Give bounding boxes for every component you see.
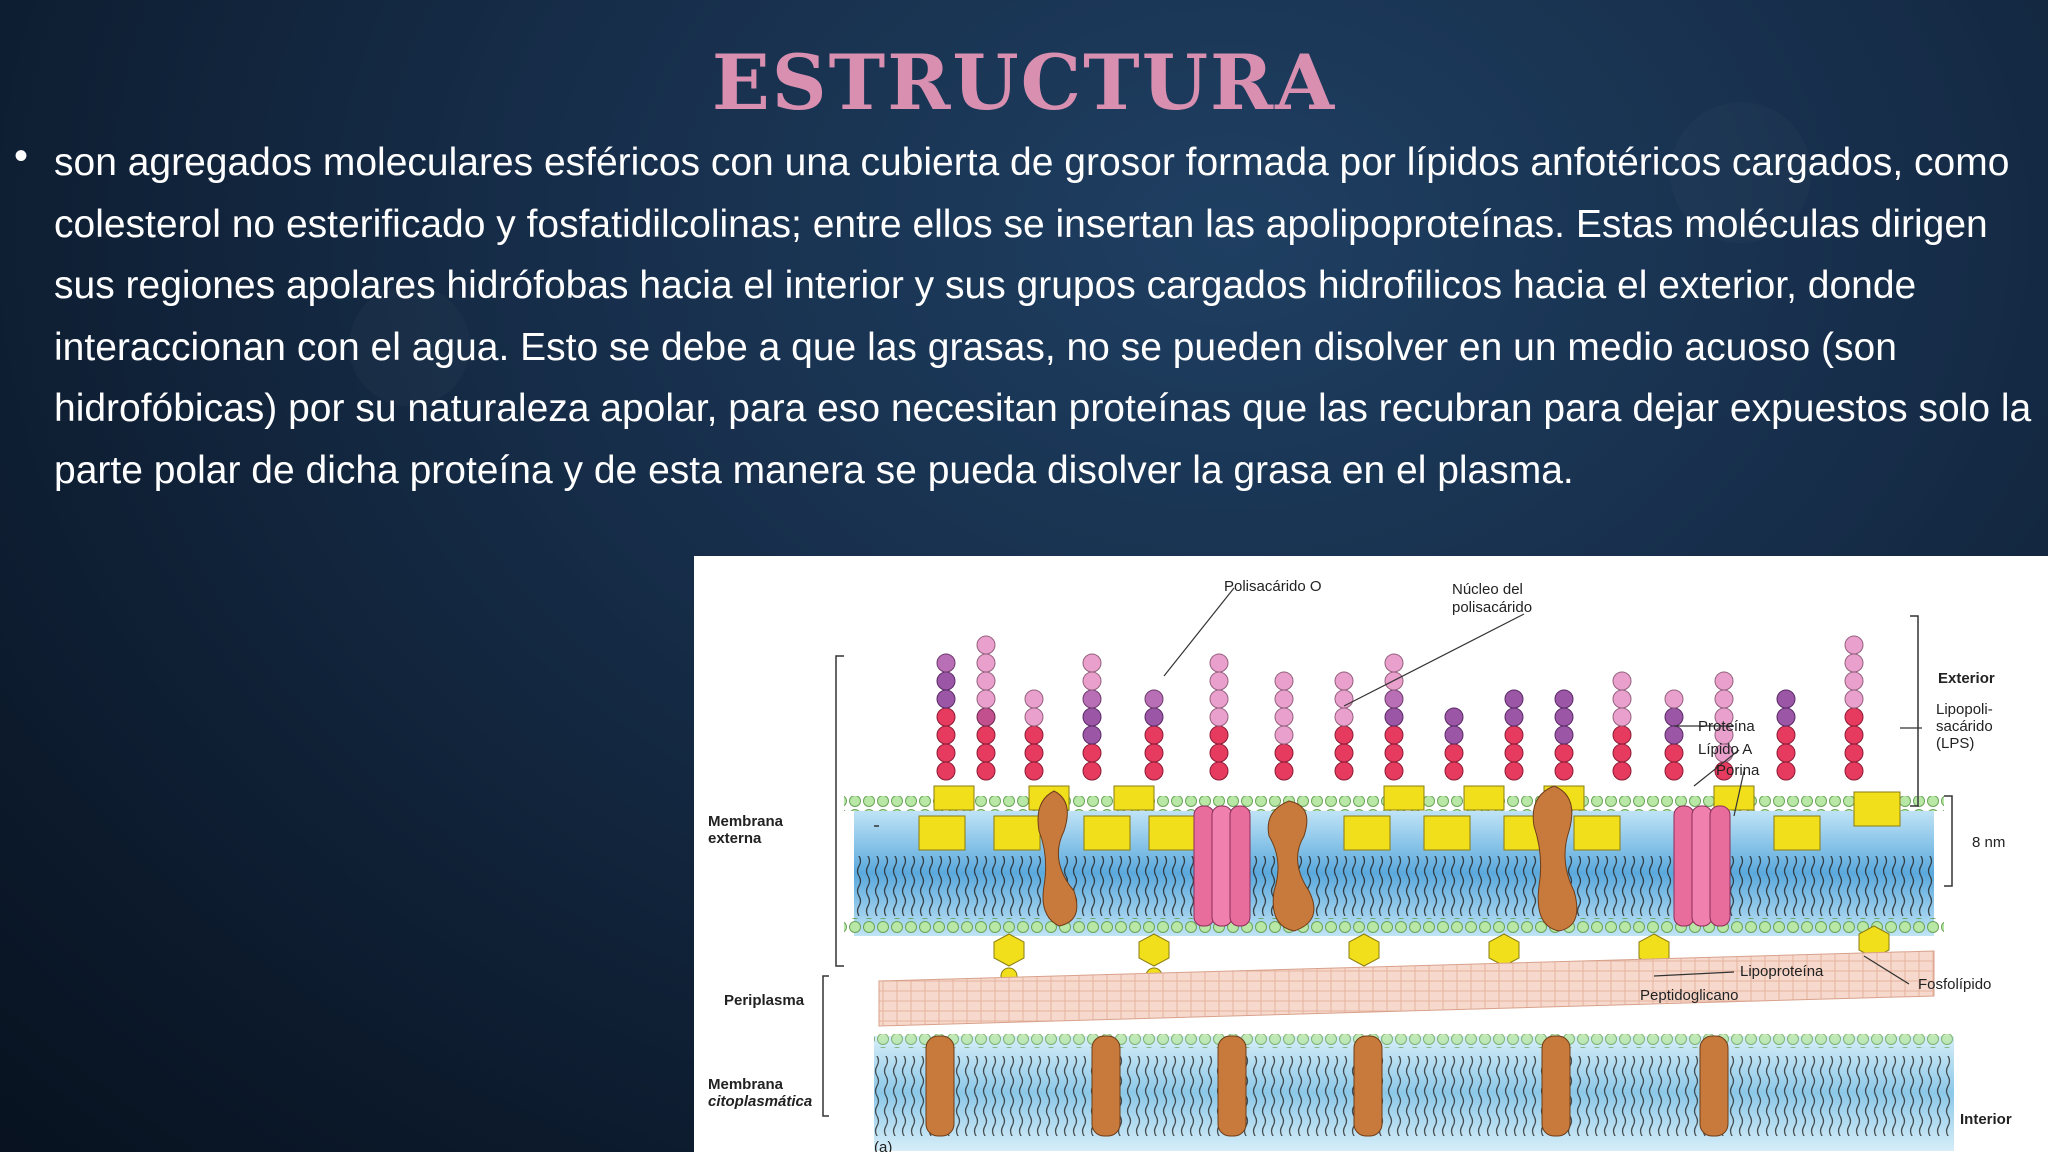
label-phospholipid: Fosfolípido xyxy=(1918,976,1991,993)
label-porin: Porina xyxy=(1716,762,1760,779)
label-thickness: 8 nm xyxy=(1972,834,2005,851)
porin-proteins xyxy=(1193,805,1731,927)
lps-chains xyxy=(936,635,1864,781)
outer-membrane-tails xyxy=(854,856,1934,916)
label-lipoprotein: Lipoproteína xyxy=(1740,963,1824,980)
slide-body-text: son agregados moleculares esféricos con … xyxy=(54,141,2032,492)
cytoplasmic-head-row-top xyxy=(874,1034,1954,1048)
outer-membrane-proteins xyxy=(1037,785,1578,932)
label-exterior: Exterior xyxy=(1938,670,1995,687)
label-interior: Interior xyxy=(1960,1111,2012,1128)
label-cytoplasmic-2: citoplasmática xyxy=(708,1093,812,1110)
cytoplasmic-proteins xyxy=(925,1035,1729,1137)
diagram-brackets xyxy=(822,615,1953,1117)
label-outer-membrane-2: externa xyxy=(708,830,762,847)
membrane-diagram: Polisacárido O Núcleo del polisacárido E… xyxy=(694,556,2048,1152)
label-protein: Proteína xyxy=(1698,718,1755,735)
label-outer-membrane-1: Membrana xyxy=(708,813,784,830)
slide-title: ESTRUCTURA xyxy=(711,38,1337,127)
label-cytoplasmic-1: Membrana xyxy=(708,1076,784,1093)
label-peptidoglycan: Peptidoglicano xyxy=(1640,987,1738,1004)
label-lps-line1: Lipopoli- xyxy=(1936,701,1993,718)
outer-membrane-head-row-bottom xyxy=(844,918,1944,933)
label-periplasm: Periplasma xyxy=(724,992,805,1009)
cytoplasmic-tails xyxy=(874,1056,1954,1136)
label-lps-line3: (LPS) xyxy=(1936,735,1974,752)
leader-lines xyxy=(1163,587,1922,985)
label-panel: (a) xyxy=(874,1139,892,1152)
label-lipid-a: Lípido A xyxy=(1698,741,1752,758)
bullet-marker: • xyxy=(14,134,29,178)
membrane-diagram-svg: Polisacárido O Núcleo del polisacárido E… xyxy=(708,578,2012,1152)
label-polysaccharide-o: Polisacárido O xyxy=(1224,578,1322,595)
label-core-line1: Núcleo del xyxy=(1452,581,1523,598)
label-core-line2: polisacárido xyxy=(1452,599,1532,616)
label-lps-line2: sacárido xyxy=(1936,718,1993,735)
peptidoglycan-layer xyxy=(878,950,1935,1027)
